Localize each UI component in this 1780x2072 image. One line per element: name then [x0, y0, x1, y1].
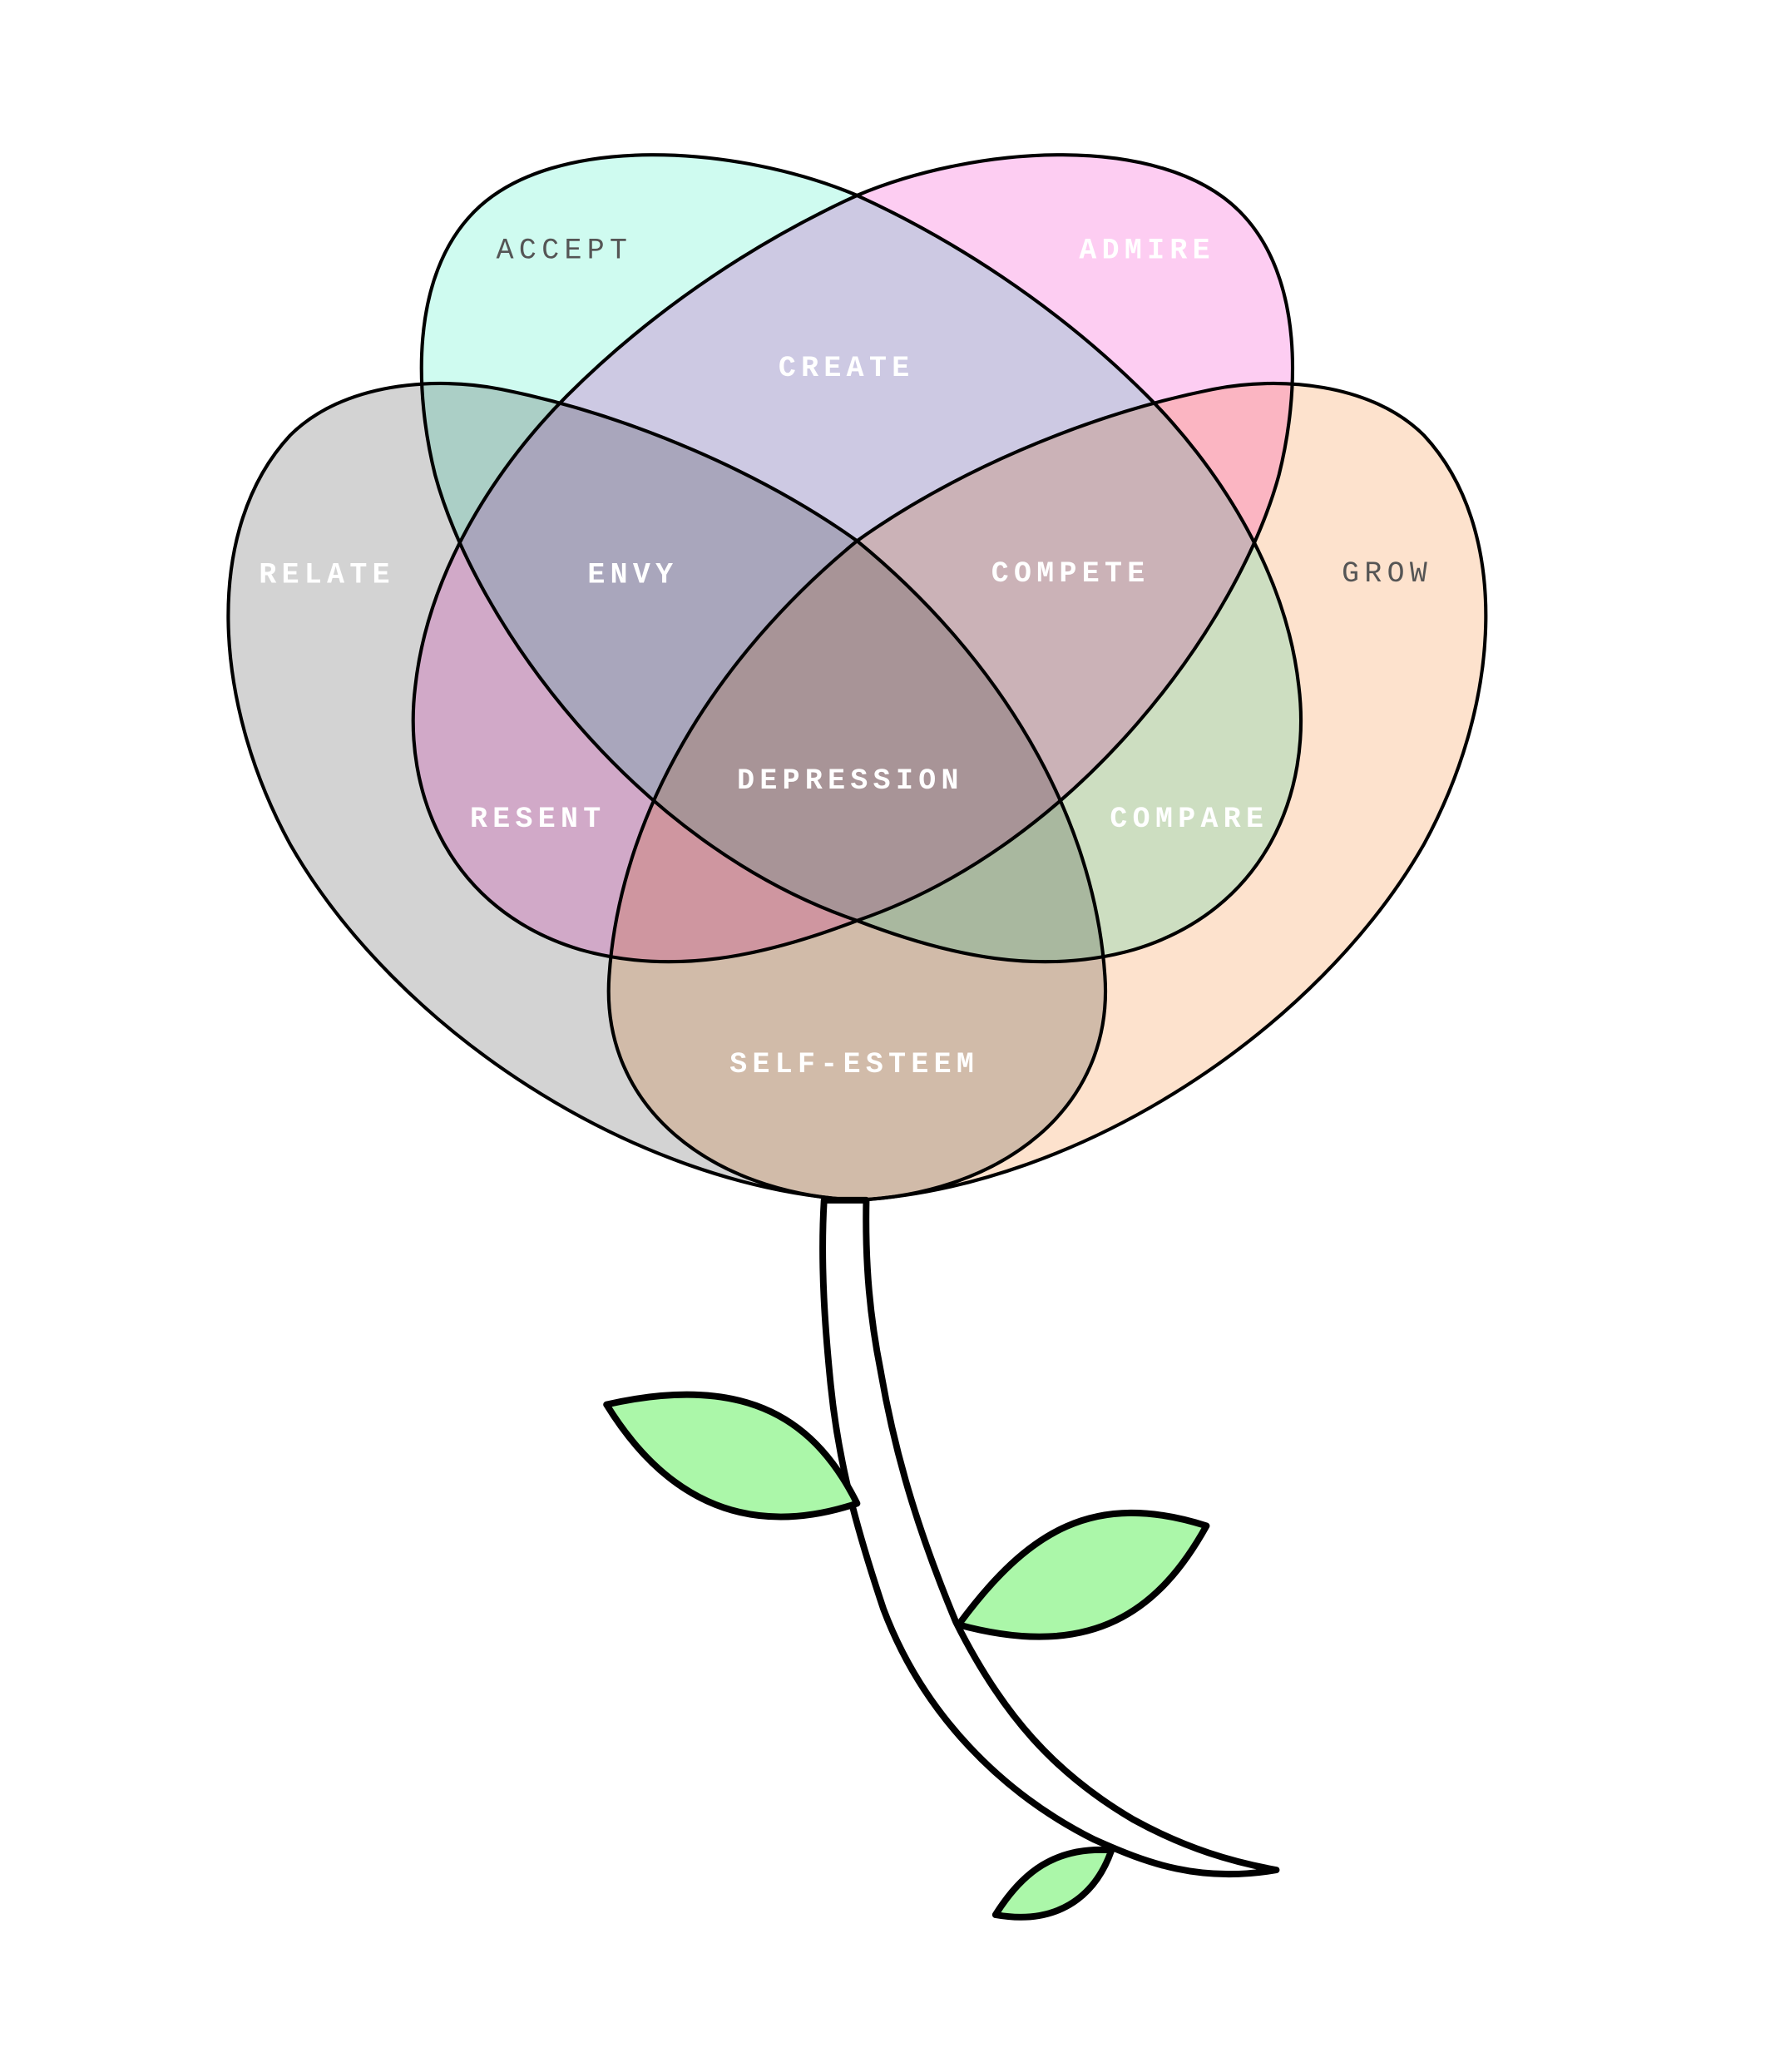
label-grow: GROW: [1342, 558, 1432, 591]
label-compete: COMPETE: [991, 558, 1150, 591]
stem-and-leaves: [603, 1196, 1280, 1921]
leaf-small: [991, 1846, 1115, 1921]
label-envy: ENVY: [587, 560, 678, 592]
label-self-esteem: SELF-ESTEEM: [729, 1049, 979, 1081]
label-admire: ADMIRE: [1079, 235, 1215, 268]
labels: ACCEPT ADMIRE CREATE RELATE ENVY COMPETE…: [259, 235, 1432, 1081]
label-accept: ACCEPT: [497, 235, 633, 268]
label-compare: COMPARE: [1110, 804, 1268, 836]
leaf-right: [955, 1509, 1210, 1640]
set-admire: [411, 153, 1294, 964]
label-relate: RELATE: [259, 560, 395, 592]
flower-head: [226, 153, 1488, 1202]
leaf-left: [603, 1391, 861, 1521]
label-depression: DEPRESSION: [737, 765, 964, 798]
label-create: CREATE: [779, 353, 915, 385]
label-resent: RESENT: [470, 804, 606, 836]
